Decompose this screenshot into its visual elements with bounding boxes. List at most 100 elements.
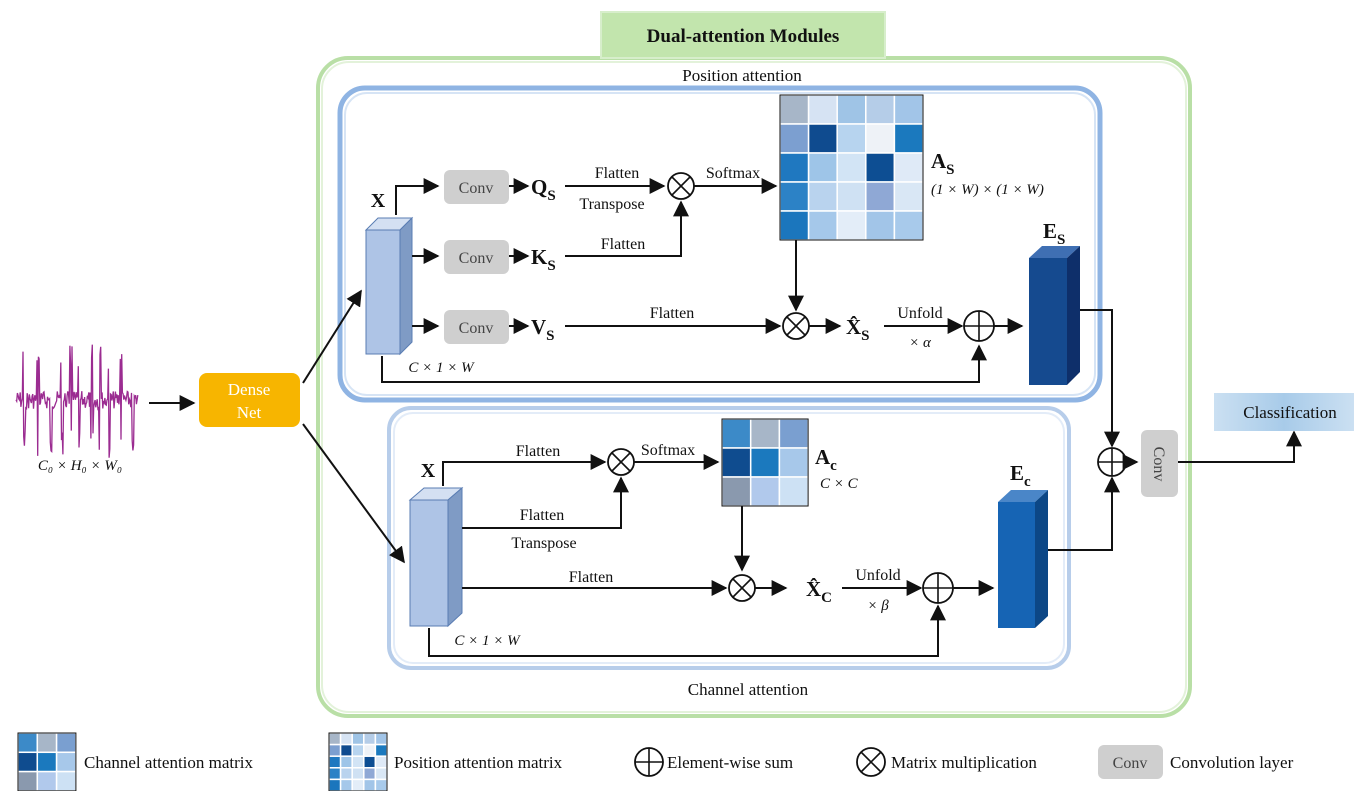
position-conv-v-label: Conv [459, 320, 494, 337]
eeg-signal [15, 344, 139, 458]
legend-position-cell [363, 743, 377, 757]
channel-x-label: X [421, 460, 436, 482]
position-conv-q-label: Conv [459, 180, 494, 197]
position-matrix-cell [779, 181, 810, 212]
classification-box [1214, 393, 1354, 431]
final-conv-box [1141, 430, 1178, 497]
legend-position-cell [374, 767, 388, 781]
position-matrix-cell [836, 210, 867, 241]
position-matrix-cell [865, 152, 896, 183]
legend-channel-cell [17, 732, 39, 754]
legend-position-cell [363, 778, 377, 791]
position-matrix-cell [893, 94, 924, 125]
densenet-label-2: Net [237, 403, 262, 422]
position-x-block [364, 216, 414, 356]
legend-position-cell [339, 732, 353, 746]
legend-matmul-text: Matrix multiplication [891, 753, 1037, 772]
module-title: Dual-attention Modules [647, 26, 840, 47]
legend-conv-chip [1098, 745, 1163, 779]
v-label: VS [531, 315, 555, 344]
channel-attention-box [387, 406, 1071, 670]
es-label: ES [1043, 219, 1065, 248]
channel-matmul-top [607, 448, 635, 476]
position-attention-box [337, 85, 1103, 403]
position-matrix-cell [779, 152, 810, 183]
channel-x-block [408, 486, 464, 628]
ac-dims: C × C [820, 476, 859, 492]
position-matrix-cell [893, 210, 924, 241]
position-conv-k [444, 240, 509, 274]
legend-position-cell [374, 732, 388, 746]
position-matrix-cell [893, 123, 924, 154]
legend-channel-cell [55, 751, 77, 773]
legend-conv-text: Convolution layer [1170, 753, 1294, 772]
position-input-dims: C × 1 × W [408, 360, 475, 376]
pos-transpose-q: Transpose [579, 196, 644, 213]
position-x-label: X [371, 190, 386, 212]
legend-position-cell [351, 767, 365, 781]
chan-softmax: Softmax [641, 442, 695, 459]
as-dims: (1 × W) × (1 × W) [931, 182, 1044, 198]
fusion-element-sum [1097, 447, 1127, 477]
position-matrix-cell [779, 210, 810, 241]
position-element-sum [963, 310, 995, 342]
channel-matrix-cell [721, 447, 752, 478]
legend-position-cell [351, 755, 365, 769]
channel-element-sum [922, 572, 954, 604]
densenet-box [199, 373, 300, 427]
legend-position-cell [363, 732, 377, 746]
legend-position-matrix-text: Position attention matrix [394, 753, 563, 772]
position-attention-label: Position attention [682, 66, 802, 85]
pos-flatten-q: Flatten [595, 165, 639, 182]
legend-channel-cell [17, 770, 39, 791]
position-conv-q [444, 170, 509, 204]
position-matrix-cell [807, 152, 838, 183]
channel-matmul-bottom [728, 574, 756, 602]
position-attention-matrix [779, 94, 924, 241]
position-matrix-cell [865, 181, 896, 212]
position-matrix-cell [836, 123, 867, 154]
pos-flatten-k: Flatten [601, 236, 645, 253]
pos-softmax: Softmax [706, 165, 760, 182]
position-matrix-cell [807, 181, 838, 212]
legend-matmul-icon [856, 747, 886, 777]
legend-position-cell [363, 767, 377, 781]
ec-label: Ec [1010, 461, 1031, 490]
channel-matrix-cell [721, 476, 752, 507]
channel-matrix-cell [778, 418, 809, 449]
channel-matrix-cell-border [721, 418, 809, 507]
legend-channel-cell [36, 751, 58, 773]
legend-position-cell [339, 767, 353, 781]
legend-position-cell [374, 755, 388, 769]
position-matrix-cell [779, 123, 810, 154]
legend-position-cell-border [328, 732, 388, 791]
legend-channel-cell [55, 770, 77, 791]
legend-position-cell [328, 767, 342, 781]
position-matrix-cell-border [779, 94, 924, 241]
position-matrix-cell [836, 152, 867, 183]
pos-unfold: Unfold [897, 305, 942, 322]
legend-position-matrix-icon [328, 732, 388, 791]
chan-unfold: Unfold [855, 567, 900, 584]
position-matmul-av [782, 312, 810, 340]
channel-matrix-cell [721, 418, 752, 449]
position-matmul-qk [667, 172, 695, 200]
classification-label: Classification [1243, 403, 1337, 422]
position-matrix-cell [865, 123, 896, 154]
legend-element-sum-icon [634, 747, 664, 777]
legend-position-cell [374, 743, 388, 757]
q-label: QS [531, 175, 556, 204]
signal-dims: C₀ × H₀ × W₀ [38, 458, 122, 474]
final-conv-label: Conv [1150, 447, 1167, 482]
position-matrix-cell [807, 210, 838, 241]
position-matrix-cell [893, 152, 924, 183]
xhat-c-label: X̂C [806, 577, 832, 606]
densenet-label-1: Dense [228, 380, 270, 399]
position-matrix-cell [836, 181, 867, 212]
position-matrix-cell [865, 210, 896, 241]
position-matrix-cell [836, 94, 867, 125]
position-matrix-cell [807, 94, 838, 125]
channel-attention-label: Channel attention [688, 680, 809, 699]
legend-position-cell [339, 755, 353, 769]
legend-element-sum-text: Element-wise sum [667, 753, 793, 772]
